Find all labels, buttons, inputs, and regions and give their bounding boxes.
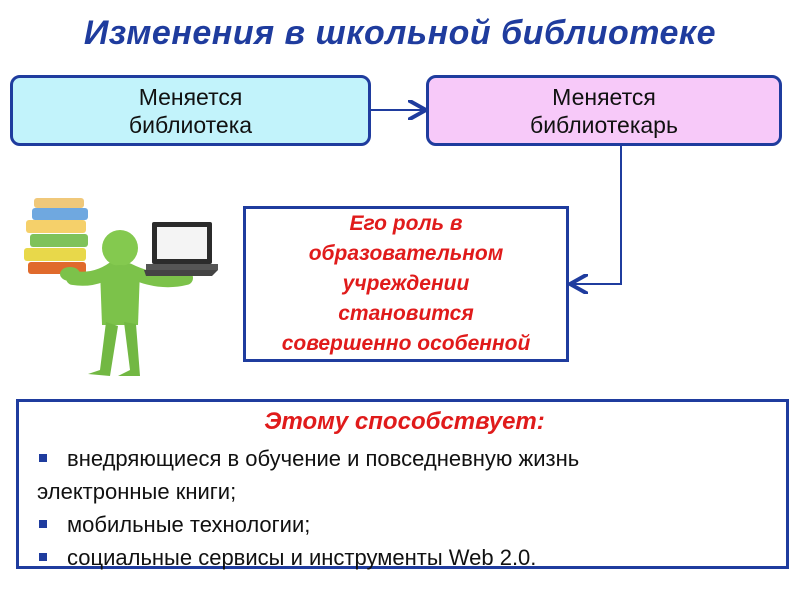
librarian-role-text: Его роль в образовательном учреждении ст…	[281, 212, 531, 355]
contributing-factors-box: Этому способствует: внедряющиеся в обуче…	[16, 399, 789, 570]
library-changes-label: Меняется библиотека	[128, 83, 253, 138]
list-item-text: внедряющиеся в обучение и повседневную ж…	[67, 446, 580, 471]
arrow-librarian-to-role	[572, 146, 622, 284]
bullet-icon	[39, 520, 47, 528]
page-title: Изменения в школьной библиотеке	[83, 14, 717, 52]
bullet-icon	[39, 454, 47, 462]
factors-heading: Этому способствует:	[264, 408, 545, 435]
list-item: социальные сервисы и инструменты Web 2.0…	[37, 541, 772, 574]
librarian-changes-label: Меняется библиотекарь	[530, 83, 678, 138]
list-item: внедряющиеся в обучение и повседневную ж…	[37, 442, 772, 475]
bullet-icon	[39, 553, 47, 561]
list-item-text: социальные сервисы и инструменты Web 2.0…	[67, 545, 537, 570]
librarian-changes-box: Меняется библиотекарь	[426, 75, 782, 146]
list-item: мобильные технологии;	[37, 508, 772, 541]
list-item-text: мобильные технологии;	[67, 512, 311, 537]
figure-with-books-and-laptop-icon	[24, 198, 218, 376]
list-item-continuation: электронные книги;	[37, 479, 237, 504]
library-changes-box: Меняется библиотека	[10, 75, 371, 146]
librarian-role-box: Его роль в образовательном учреждении ст…	[243, 206, 569, 362]
